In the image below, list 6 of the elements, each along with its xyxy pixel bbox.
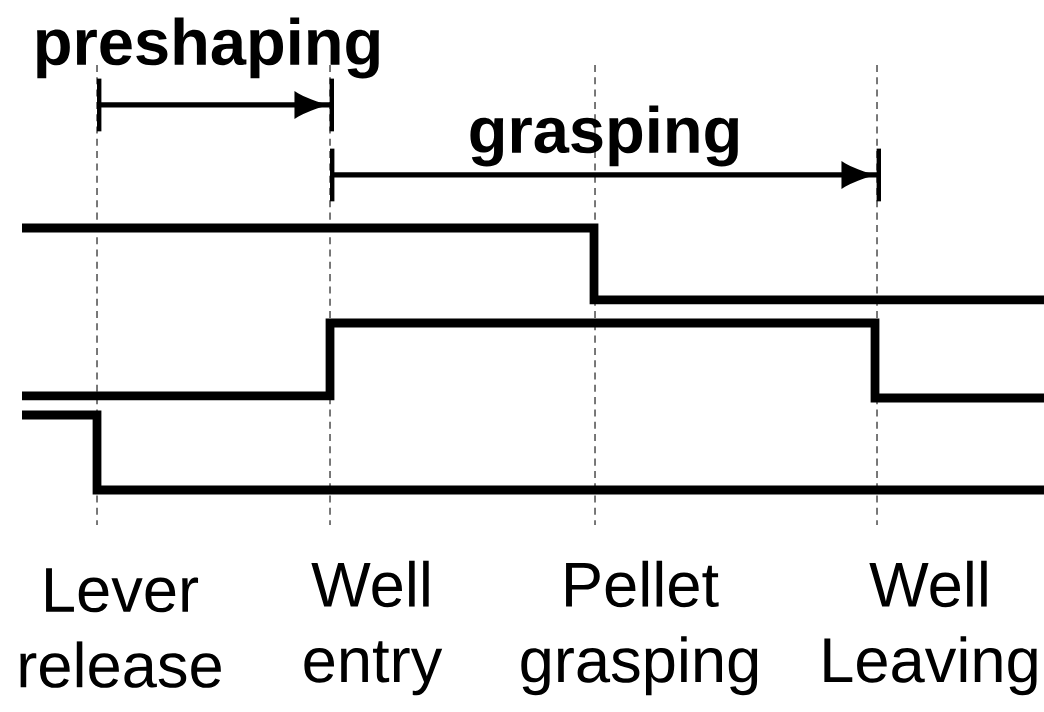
span-label: grasping <box>470 105 738 167</box>
event-label: Well Leaving <box>824 560 1037 696</box>
span-label: preshaping <box>37 17 379 79</box>
event-label: Pellet grasping <box>521 560 758 696</box>
event-label: Lever release <box>20 568 221 688</box>
event-label: Well entry <box>304 560 443 696</box>
